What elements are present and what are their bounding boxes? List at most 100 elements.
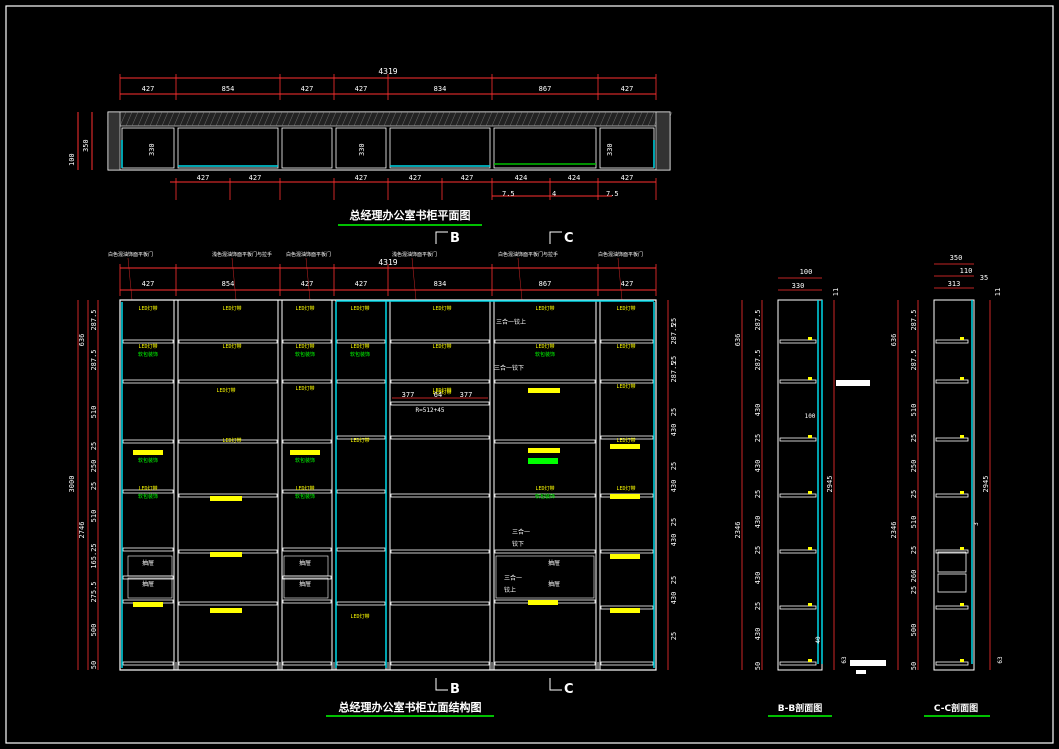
plan-hatch xyxy=(203,111,211,127)
green-note-label: 软包装饰 xyxy=(295,351,315,358)
secb-left-dim: 430 xyxy=(754,516,762,529)
plan-hatch xyxy=(299,111,307,127)
plan-hatch xyxy=(575,111,583,127)
plan-hatch xyxy=(521,111,529,127)
section-c-light xyxy=(960,547,964,550)
secb-side-dim: 100 xyxy=(805,413,816,420)
green-note-label: 软包装饰 xyxy=(138,493,158,500)
elev-shelf xyxy=(282,661,332,666)
section-b-light xyxy=(808,659,812,662)
elev-shelf xyxy=(336,661,386,666)
led-label: LED灯带 xyxy=(350,613,369,620)
elevation-outline xyxy=(119,299,657,671)
plan-hatch xyxy=(293,111,301,127)
elev-top-dim: 854 xyxy=(222,280,235,288)
plan-hatch xyxy=(437,111,445,127)
plan-hatch xyxy=(383,111,391,127)
section-b-title: B-B剖面图 xyxy=(778,702,822,714)
plan-overall-dim: 4319 xyxy=(378,67,397,76)
plan-hatch xyxy=(533,111,541,127)
plan-hatch xyxy=(245,111,253,127)
elev-right-dim: 430 xyxy=(670,424,678,437)
led-label: LED灯带 xyxy=(216,387,235,394)
light-marker xyxy=(610,494,640,499)
drawer-box xyxy=(283,577,329,599)
secb-top-dim: 330 xyxy=(792,282,805,290)
section-c-light xyxy=(960,603,964,606)
elev-shelf xyxy=(600,339,654,344)
plan-bottom-dim: 427 xyxy=(461,174,474,182)
plan-bottom-dim: 427 xyxy=(249,174,262,182)
section-b-shelf xyxy=(779,379,817,384)
elev-shelf xyxy=(336,339,386,344)
secc-left-dim: 50 xyxy=(910,662,918,670)
plan-hatch xyxy=(527,111,535,127)
secc-left-total: 2346 xyxy=(890,522,898,539)
elev-left-total: 3000 xyxy=(68,476,76,493)
plan-hatch xyxy=(449,111,457,127)
plan-top-dim: 854 xyxy=(222,85,235,93)
section-b-shelf xyxy=(779,605,817,610)
secb-left-dim: 430 xyxy=(754,460,762,473)
plan-hatch xyxy=(647,111,655,127)
plan-bottom-dim: 424 xyxy=(515,174,528,182)
secc-left-dim: 25 xyxy=(910,490,918,498)
secb-right-dim: 2945 xyxy=(826,476,834,493)
section-b-shelf xyxy=(779,661,817,666)
plan-top-dim: 427 xyxy=(621,85,634,93)
secb-side-dim: 63 xyxy=(841,656,848,664)
light-marker xyxy=(210,496,242,501)
plan-hatch xyxy=(341,111,349,127)
section-c-shelf xyxy=(935,379,969,384)
elevation-title: 总经理办公室书柜立面结构图 xyxy=(339,700,482,714)
hinge-note: 三合一 xyxy=(504,574,522,582)
light-marker xyxy=(610,444,640,449)
elev-top-dim: 867 xyxy=(539,280,552,288)
section-c-shelf xyxy=(935,339,969,344)
plan-hatch xyxy=(461,111,469,127)
elev-top-note: 白色混油饰面平板门与拉手 xyxy=(498,251,558,258)
hinge-note: 铰下 xyxy=(512,540,524,548)
elev-top-dim: 427 xyxy=(621,280,634,288)
plan-hatch xyxy=(185,111,193,127)
elev-right-dim: 25 xyxy=(670,576,678,584)
elev-left-total2: 2746 xyxy=(78,522,86,539)
elev-shelf xyxy=(336,435,386,440)
elev-shelf xyxy=(336,379,386,384)
elev-right-dim: 25 xyxy=(670,632,678,640)
inner-dim: 64 xyxy=(434,391,442,399)
secb-left-dim: 25 xyxy=(754,434,762,442)
elev-left-dim: 25 xyxy=(90,442,98,450)
secb-left-dim: 25 xyxy=(754,546,762,554)
plan-hatch xyxy=(443,111,451,127)
plan-top-dim: 867 xyxy=(539,85,552,93)
secb-left-dim: 430 xyxy=(754,628,762,641)
led-label: LED灯带 xyxy=(295,305,314,312)
led-label: LED灯带 xyxy=(350,343,369,350)
secc-left-dim: 25 xyxy=(910,546,918,554)
plan-hatch xyxy=(125,111,133,127)
secc-left-dim: 287.5 xyxy=(910,349,918,370)
drawer-label: 抽屉 xyxy=(548,559,560,567)
green-note-label: 软包装饰 xyxy=(295,457,315,464)
led-label: LED灯带 xyxy=(138,305,157,312)
secb-side-dim: 40 xyxy=(815,636,822,644)
elev-right-dim: 25 xyxy=(670,518,678,526)
elev-shelf xyxy=(122,661,174,666)
elev-top-dim: 834 xyxy=(434,280,447,288)
plan-hatch xyxy=(539,111,547,127)
secc-left-dim: 636 xyxy=(890,334,898,347)
plan-hatch xyxy=(119,111,127,127)
secc-left-dim: 25 xyxy=(910,434,918,442)
light-marker xyxy=(610,554,640,559)
plan-hatch xyxy=(305,111,313,127)
plan-hatch xyxy=(323,111,331,127)
plan-hatch xyxy=(263,111,271,127)
elev-shelf xyxy=(122,489,174,494)
hinge-note: 三合一 xyxy=(512,528,530,536)
light-marker xyxy=(210,608,242,613)
elev-shelf xyxy=(178,439,278,444)
plan-hatch xyxy=(515,111,523,127)
plan-hatch xyxy=(251,111,259,127)
section-b-outline xyxy=(777,299,823,671)
